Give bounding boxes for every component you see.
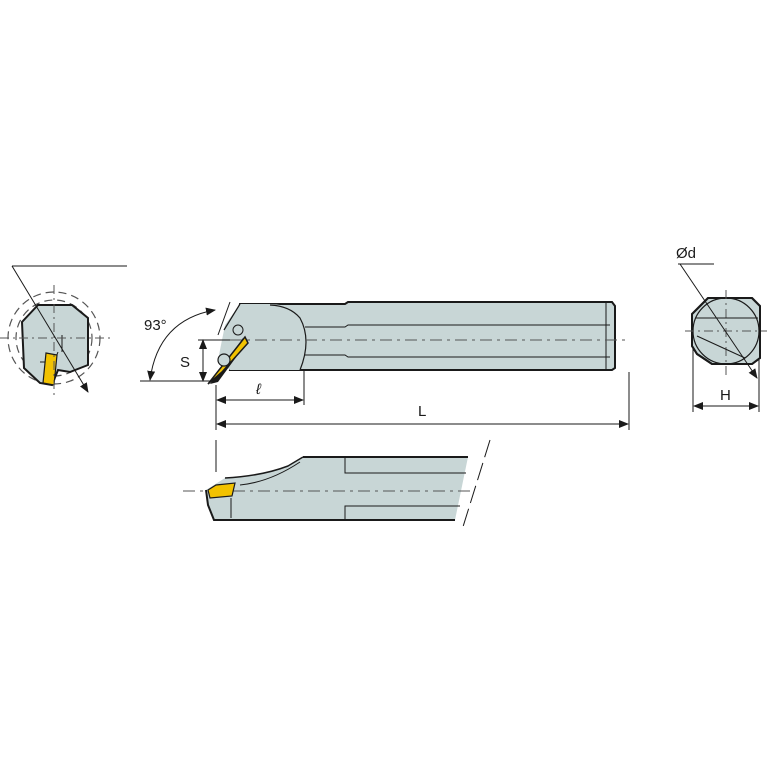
L-dimension-label: L xyxy=(418,403,426,420)
front-end-view xyxy=(0,265,127,395)
angle-label: 93° xyxy=(144,317,167,334)
s-dimension-label: S xyxy=(180,354,190,371)
diameter-label: Ød xyxy=(676,245,696,262)
top-view xyxy=(183,439,491,531)
ell-dimension-label: ℓ xyxy=(255,381,262,398)
side-view: 93° S ℓ L xyxy=(140,301,630,430)
shank-end-section: Ød H xyxy=(676,245,767,412)
H-dimension-label: H xyxy=(720,387,731,404)
